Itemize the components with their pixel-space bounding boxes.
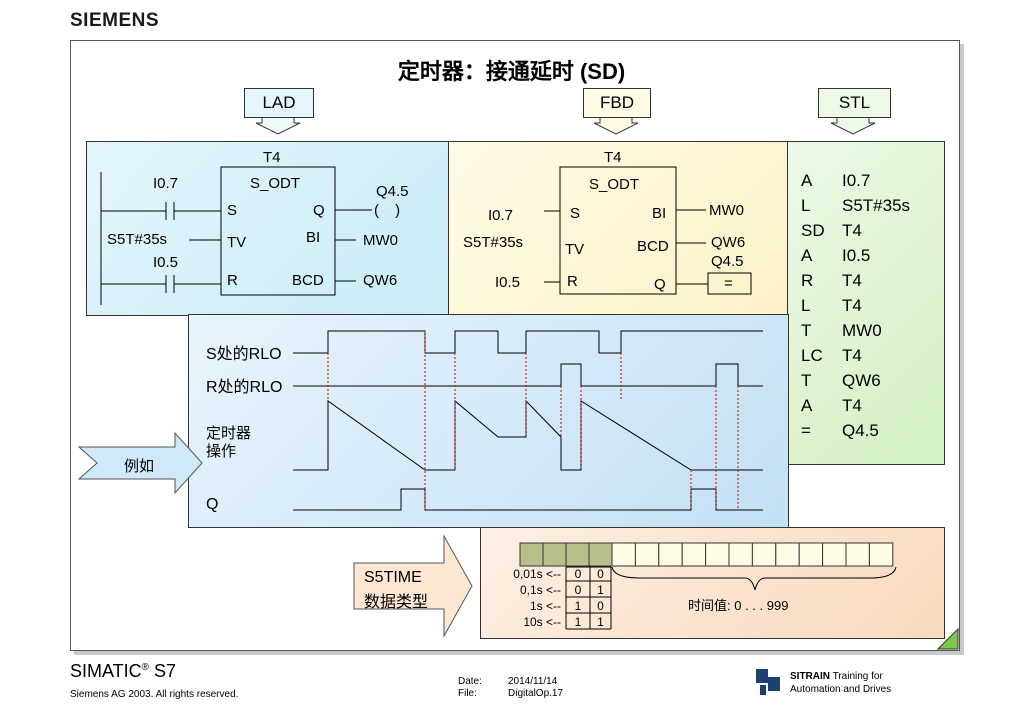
time-base-label: 0,01s <-- — [513, 567, 561, 581]
stl-arg: T4 — [842, 346, 862, 365]
lad-out-bi: MW0 — [363, 232, 398, 249]
fbd-assign: = — [724, 275, 733, 292]
footer-file-label: File: — [458, 688, 477, 699]
stl-op: A — [801, 396, 813, 415]
stl-op: = — [801, 421, 811, 440]
lad-timer-label: T4 — [263, 149, 281, 166]
lad-header: LAD — [244, 88, 314, 118]
s-rlo-label: S处的RLO — [206, 346, 282, 363]
header-arrows — [255, 115, 876, 135]
time-base-bit0: 1 — [597, 583, 604, 597]
lad-pin-q: Q — [313, 202, 325, 219]
stl-arg: T4 — [842, 296, 862, 315]
lad-pin-r: R — [227, 272, 238, 289]
time-base-label: 10s <-- — [523, 615, 561, 629]
footer-file-value: DigitalOp.17 — [508, 688, 564, 699]
fbd-input-s: I0.7 — [488, 207, 514, 224]
footer-date-value: 2014/11/14 — [508, 676, 558, 687]
fbd-input-tv: S5T#35s — [463, 234, 524, 251]
lad-pin-tv: TV — [227, 234, 247, 251]
timer-op-label-2: 操作 — [206, 443, 237, 460]
stl-op: T — [801, 371, 812, 390]
fbd-out-q: Q4.5 — [711, 253, 744, 270]
fbd-out-bi: MW0 — [709, 202, 744, 219]
lad-input-s: I0.7 — [153, 175, 179, 192]
fbd-block-name: S_ODT — [589, 176, 640, 193]
lad-pin-bi: BI — [306, 229, 321, 246]
stl-op: R — [801, 271, 814, 290]
s5time-value-label: 时间值: 0 . . . 999 — [688, 598, 789, 613]
sitrain-line-1: SITRAIN Training for — [790, 671, 883, 682]
lad-pin-bcd: BCD — [292, 272, 324, 289]
stl-arg: T4 — [842, 396, 862, 415]
timer-op-label-1: 定时器 — [206, 425, 252, 442]
stl-arg: Q4.5 — [842, 421, 879, 440]
sitrain-line-2: Automation and Drives — [790, 684, 892, 695]
fbd-pin-bcd: BCD — [637, 238, 669, 255]
time-base-bit0: 0 — [597, 599, 604, 613]
lad-block-name: S_ODT — [250, 175, 301, 192]
time-base-bit1: 1 — [574, 615, 582, 629]
stl-arg: I0.7 — [842, 171, 871, 190]
lad-out-q: Q4.5 — [376, 183, 409, 200]
time-base-bit1: 1 — [574, 599, 582, 613]
lad-input-tv: S5T#35s — [107, 231, 168, 248]
q-label: Q — [206, 496, 219, 513]
stl-op: LC — [801, 346, 823, 365]
time-base-bit1: 0 — [574, 567, 582, 581]
lad-pin-s: S — [227, 202, 238, 219]
stl-op: L — [801, 196, 811, 215]
stl-arg: QW6 — [842, 371, 881, 390]
fbd-pin-q: Q — [654, 276, 666, 293]
siemens-logo: SIEMENS — [70, 10, 160, 31]
fbd-pin-r: R — [567, 273, 578, 290]
time-base-bit0: 0 — [597, 567, 604, 581]
stl-arg: I0.5 — [842, 246, 871, 265]
fbd-header: FBD — [583, 88, 651, 118]
lad-out-bcd: QW6 — [363, 272, 398, 289]
slide-title: 定时器：接通延时 (SD) — [397, 59, 626, 84]
fbd-timer-label: T4 — [604, 149, 622, 166]
stl-header: STL — [818, 88, 891, 118]
stl-op: T — [801, 321, 812, 340]
stl-op: SD — [801, 221, 825, 240]
footer-date-label: Date: — [458, 676, 482, 687]
time-base-label: 0,1s <-- — [519, 583, 561, 597]
lad-coil: ( ) — [374, 202, 407, 219]
stl-panel — [787, 141, 945, 465]
lad-input-r: I0.5 — [153, 254, 179, 271]
r-rlo-label: R处的RLO — [206, 379, 283, 396]
time-base-label: 1s <-- — [529, 599, 561, 613]
fbd-pin-tv: TV — [565, 241, 585, 258]
fbd-pin-s: S — [570, 205, 581, 222]
stl-op: A — [801, 171, 813, 190]
footer-copyright: Siemens AG 2003. All rights reserved. — [70, 689, 239, 700]
fbd-out-bcd: QW6 — [711, 234, 746, 251]
stl-arg: T4 — [842, 271, 862, 290]
time-base-bit1: 0 — [574, 583, 582, 597]
lad-panel — [86, 141, 450, 316]
stl-op: A — [801, 246, 813, 265]
time-base-bit0: 1 — [597, 615, 604, 629]
fbd-input-r: I0.5 — [495, 274, 521, 291]
footer-product: SIMATIC® S7 — [70, 661, 177, 681]
stl-op: L — [801, 296, 811, 315]
s5time-label-1: S5TIME — [364, 569, 422, 586]
s5time-label-2: 数据类型 — [364, 594, 429, 611]
stl-arg: MW0 — [842, 321, 882, 340]
fbd-pin-bi: BI — [652, 205, 667, 222]
stl-arg: T4 — [842, 221, 862, 240]
example-arrow-label: 例如 — [124, 458, 155, 475]
stl-arg: S5T#35s — [842, 196, 911, 215]
sitrain-logo-icon — [756, 669, 780, 695]
